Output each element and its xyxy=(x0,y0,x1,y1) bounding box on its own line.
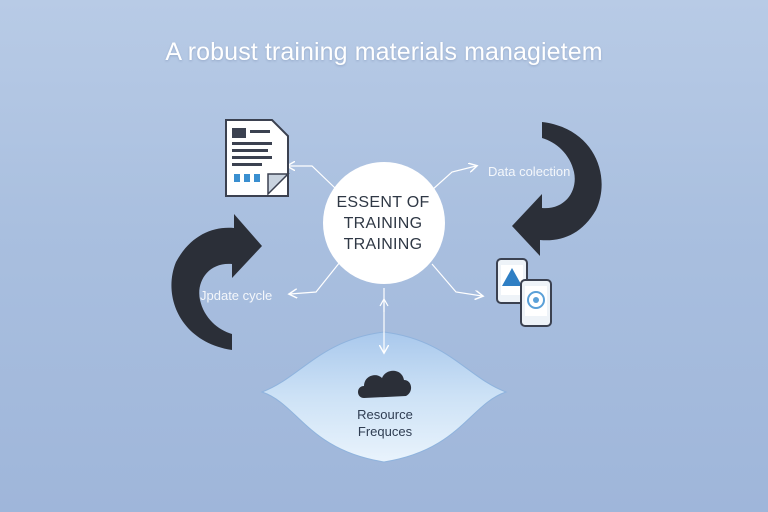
center-label-line3: TRAINING xyxy=(343,236,423,253)
connector-lines xyxy=(288,166,482,352)
page-title: A robust training materials managietem xyxy=(165,38,603,66)
resource-label-line2: Frequces xyxy=(357,424,413,439)
resource-label-line1: Resource xyxy=(357,407,413,422)
curved-arrow-right-icon xyxy=(512,122,602,256)
resource-label: Resource Frequces xyxy=(330,406,440,440)
connector-to-data-collection xyxy=(431,166,476,191)
document-icon xyxy=(225,119,290,197)
data-collection-label: Data colection xyxy=(488,164,571,179)
center-label-line2: TRAINING xyxy=(343,215,423,232)
curved-arrow-left-icon xyxy=(171,214,262,350)
center-label-line1: ESSENT OF xyxy=(336,194,430,211)
connector-to-devices xyxy=(431,263,482,296)
center-circle xyxy=(323,162,445,284)
update-cycle-label: Jpdate cycle xyxy=(200,288,273,303)
connector-to-update-cycle xyxy=(290,261,341,294)
mobile-devices-icon xyxy=(496,258,552,327)
connector-to-document xyxy=(288,166,336,189)
center-label: ESSENT OF TRAINING TRAINING xyxy=(322,192,444,255)
cloud-icon xyxy=(358,370,412,398)
